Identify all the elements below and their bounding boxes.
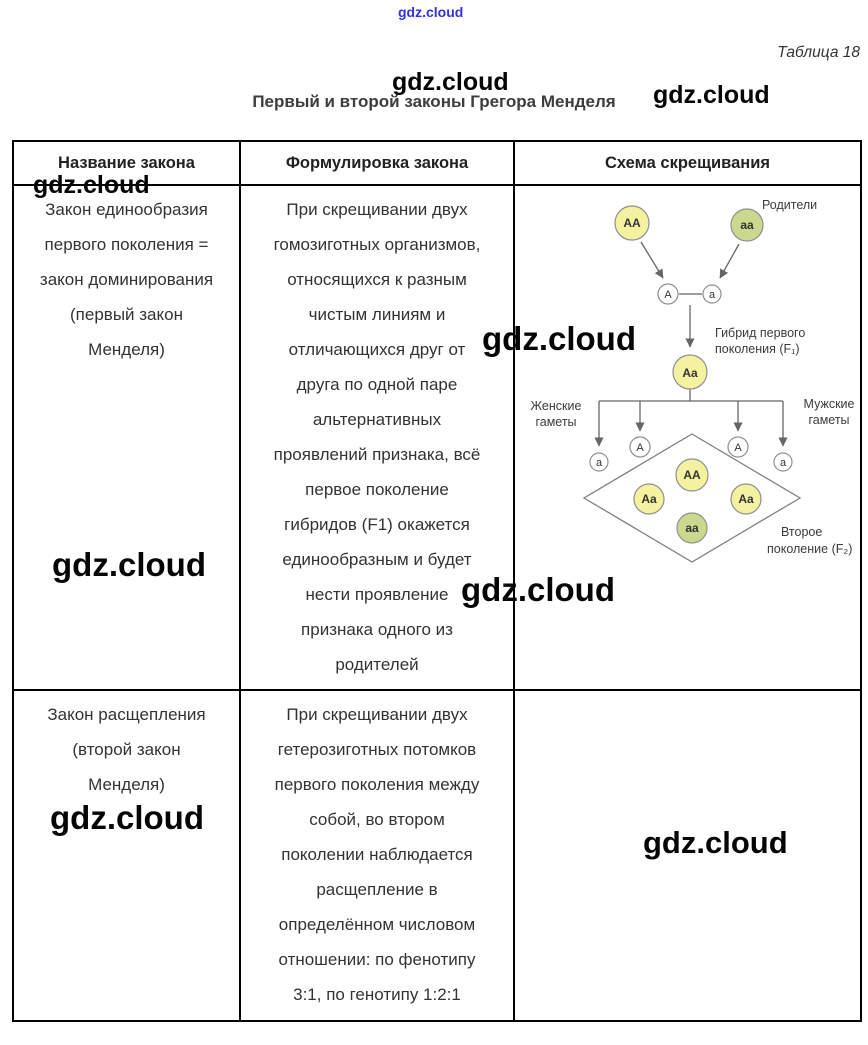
hybrid-Aa-circle xyxy=(672,354,708,390)
empty-scheme-cell xyxy=(513,689,862,1022)
parents-label: Родители xyxy=(762,198,817,212)
gamete-a-circle xyxy=(702,284,722,304)
parent-AA-label: AA xyxy=(623,216,641,230)
parent-aa-circle xyxy=(730,208,764,242)
f2-Aa-right-circle xyxy=(730,483,762,515)
female-gametes-label-line2: гаметы xyxy=(535,415,576,429)
gamete-a-label: a xyxy=(709,289,716,301)
watermark: gdz.cloud xyxy=(52,546,206,583)
crossing-scheme-diagram: Родители AA aa A a Гибрид первого поколе… xyxy=(531,198,855,563)
watermark: gdz.cloud xyxy=(50,799,204,836)
page-title: Первый и второй законы Грегора Менделя xyxy=(252,92,616,111)
diagram-arrows xyxy=(594,241,788,447)
law2-text-cell: При скрещивании двух гетерозиготных пото… xyxy=(239,689,515,1022)
table-row: Закон единообразия первого поколения = з… xyxy=(12,184,862,691)
col-header-law-name: Название закона xyxy=(12,140,241,186)
f1-gamete-label: A xyxy=(734,442,742,454)
f1-gamete-circle xyxy=(727,436,749,458)
watermark: gdz.cloud xyxy=(653,81,770,109)
f2-AA-circle xyxy=(675,458,709,492)
second-generation-label-line2: поколение (F₂) xyxy=(767,542,852,556)
f2-Aa-right-label: Aa xyxy=(738,492,754,506)
laws-table: Название закона Формулировка закона Схем… xyxy=(12,140,862,1022)
gamete-A-circle xyxy=(657,283,679,305)
table-caption: Таблица 18 xyxy=(777,44,860,61)
watermark: gdz.cloud xyxy=(33,171,150,199)
f1-gamete-circle xyxy=(773,452,793,472)
parent-aa-label: aa xyxy=(740,218,754,232)
law1-text-cell: При скрещивании двух гомозиготных органи… xyxy=(239,184,515,691)
second-generation-label-line1: Второе xyxy=(781,525,822,539)
f2-Aa-left-label: Aa xyxy=(641,492,657,506)
f2-Aa-left-circle xyxy=(633,483,665,515)
f1-gamete-circle xyxy=(629,436,651,458)
table-row: Закон расщепления (второй закон Менделя)… xyxy=(12,689,862,1022)
f1-gamete-circle xyxy=(589,452,609,472)
male-gametes-label-line2: гаметы xyxy=(808,413,849,427)
f1-gamete-label: a xyxy=(596,457,603,469)
hybrid-label-line2: поколения (F₁) xyxy=(715,342,800,356)
f1-gamete-label: A xyxy=(636,442,644,454)
col-header-law-formulation: Формулировка закона xyxy=(239,140,515,186)
male-gametes-label-line1: Мужские xyxy=(804,397,855,411)
header-row: Название закона Формулировка закона Схем… xyxy=(12,140,862,186)
hybrid-Aa-label: Aa xyxy=(682,366,698,380)
law1-name-cell: Закон единообразия первого поколения = з… xyxy=(12,184,241,691)
f2-aa-label: aa xyxy=(685,521,699,535)
watermark: gdz.cloud xyxy=(398,4,464,20)
law2-name-cell: Закон расщепления (второй закон Менделя) xyxy=(12,689,241,1022)
gamete-A-label: A xyxy=(664,289,672,301)
f2-AA-label: AA xyxy=(683,468,701,482)
f2-aa-circle xyxy=(676,512,708,544)
hybrid-label-line1: Гибрид первого xyxy=(715,326,805,340)
punnett-diamond xyxy=(582,433,802,563)
parent-AA-circle xyxy=(614,205,650,241)
col-header-crossing-scheme: Схема скрещивания xyxy=(513,140,862,186)
watermark: gdz.cloud xyxy=(643,825,788,860)
watermark: gdz.cloud xyxy=(461,571,615,608)
watermark: gdz.cloud xyxy=(392,68,509,96)
female-gametes-label-line1: Женские xyxy=(531,399,582,413)
crossing-scheme-cell: Родители AA aa A a Гибрид первого поколе… xyxy=(513,184,862,691)
f1-gamete-label: a xyxy=(780,457,787,469)
watermark: gdz.cloud xyxy=(482,320,636,357)
